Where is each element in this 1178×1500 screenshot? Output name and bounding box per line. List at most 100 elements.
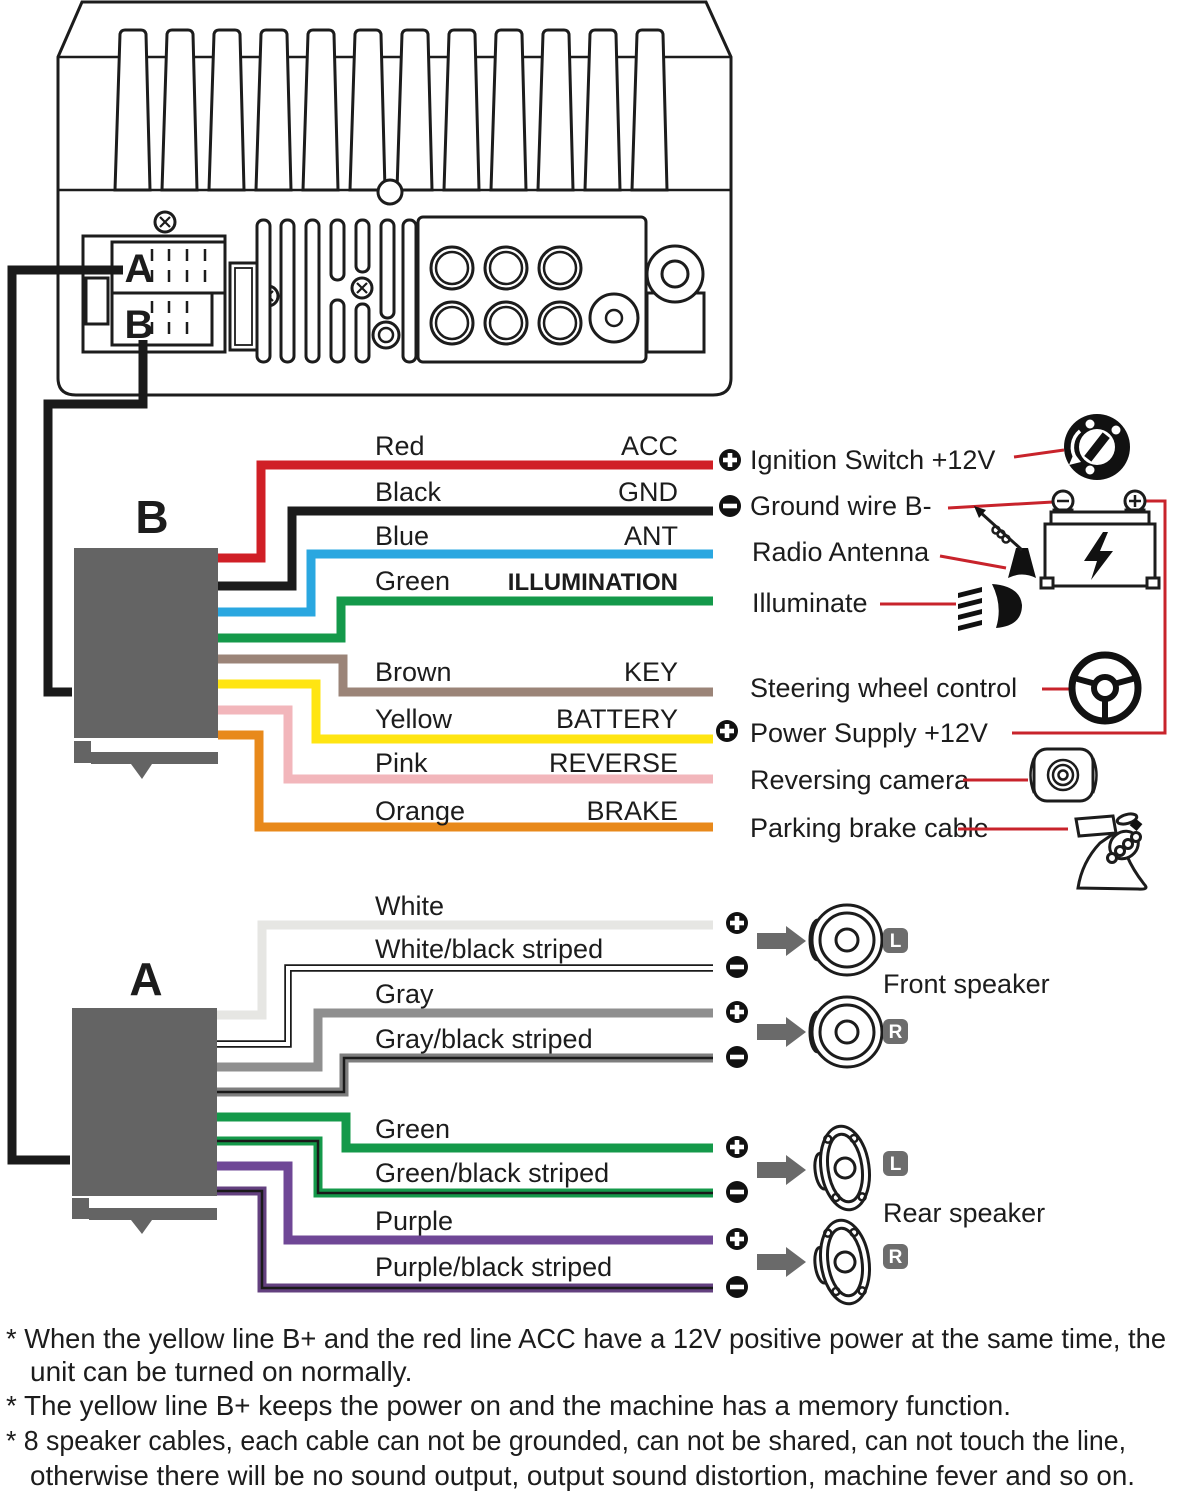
badge-front-right	[883, 1019, 908, 1044]
label-reverse: REVERSE	[549, 748, 678, 778]
plus-symbol	[726, 1001, 748, 1023]
head-unit-drawing: A B	[56, 0, 733, 397]
annot-ignition: Ignition Switch +12V	[750, 445, 995, 475]
harness-a: A White White/black striped Gray Gray/bl…	[72, 891, 1050, 1310]
wire-red	[218, 460, 713, 563]
plus-symbol	[719, 449, 741, 471]
badge-front-right-label: R	[889, 1022, 903, 1043]
wire-yellow	[218, 679, 713, 744]
wire-orange	[218, 730, 713, 832]
wire-gray	[217, 1008, 713, 1072]
heatsink-fins	[113, 28, 669, 192]
connector-a-bracket	[72, 1198, 217, 1234]
ignition-switch-icon	[1064, 414, 1130, 480]
minus-symbol	[726, 1181, 748, 1203]
label-green-black: Green/black striped	[375, 1158, 609, 1188]
annot-illuminate: Illuminate	[752, 588, 868, 618]
label-red: Red	[375, 431, 425, 461]
rear-speaker-right-icon	[807, 1215, 877, 1310]
rear-vents	[255, 218, 418, 364]
label-pink: Pink	[375, 748, 428, 778]
badge-rear-left	[883, 1151, 908, 1176]
wire-feed-a	[7, 265, 123, 1165]
wire-brown	[218, 654, 713, 697]
label-blue: Blue	[375, 521, 429, 551]
connector-b-label: B	[135, 491, 168, 543]
wire-purple-black-stripe	[217, 1189, 713, 1290]
front-speaker-left-icon	[808, 903, 884, 977]
plus-symbol	[726, 912, 748, 934]
screw-icon	[350, 276, 374, 300]
link-lines	[880, 448, 1167, 831]
minus-symbol	[719, 495, 741, 517]
antenna-connector	[645, 244, 706, 354]
connector-pins	[150, 249, 207, 336]
minus-symbol	[726, 1276, 748, 1298]
arrow-right-icon	[757, 926, 806, 956]
plus-symbol	[726, 1228, 748, 1250]
antenna-icon	[974, 506, 1036, 578]
mount-hole	[376, 178, 404, 206]
badge-rear-left-label: L	[890, 1154, 902, 1175]
minus-symbol	[726, 956, 748, 978]
label-brake: BRAKE	[586, 796, 678, 826]
badge-rear-right-label: R	[889, 1247, 903, 1268]
front-speaker-label: Front speaker	[883, 969, 1050, 999]
footnote-line-3: * The yellow line B+ keeps the power on …	[6, 1390, 1011, 1421]
battery-icon	[1039, 489, 1161, 590]
front-speaker-right-icon	[808, 995, 884, 1069]
wire-blue	[218, 549, 713, 617]
annot-camera: Reversing camera	[750, 765, 970, 795]
wire-green	[218, 596, 713, 643]
wire-pink	[218, 705, 713, 784]
rear-speaker-left-icon	[807, 1121, 877, 1216]
annot-steering: Steering wheel control	[750, 673, 1017, 703]
video-jack	[588, 292, 640, 344]
label-acc: ACC	[621, 431, 678, 461]
label-purple: Purple	[375, 1206, 453, 1236]
harness-b: B Red Black Blue Green Brown Yellow Pink…	[74, 414, 1167, 891]
label-gray: Gray	[375, 979, 434, 1009]
unit-connector-a-label: A	[125, 247, 154, 291]
label-gray-black: Gray/black striped	[375, 1024, 593, 1054]
badge-front-left-label: L	[890, 931, 902, 952]
badge-rear-right	[883, 1244, 908, 1269]
footnote-line-1: * When the yellow line B+ and the red li…	[6, 1323, 1166, 1354]
side-bracket	[228, 261, 259, 352]
annot-parking: Parking brake cable	[750, 813, 989, 843]
annot-ground: Ground wire B-	[750, 491, 932, 521]
label-white-black: White/black striped	[375, 934, 603, 964]
connector-a-block	[72, 1008, 217, 1196]
wire-black	[218, 506, 713, 591]
wire-a-green	[217, 1112, 713, 1153]
headlight-icon	[958, 584, 1022, 631]
label-ant: ANT	[624, 521, 678, 551]
label-orange: Orange	[375, 796, 465, 826]
label-a-green: Green	[375, 1114, 450, 1144]
label-brown: Brown	[375, 657, 452, 687]
handbrake-icon	[1074, 812, 1148, 891]
plus-symbol	[726, 1136, 748, 1158]
wire-feed-b	[43, 340, 148, 697]
connector-a-label: A	[129, 953, 162, 1005]
label-gnd: GND	[618, 477, 678, 507]
footnote-line-4: * 8 speaker cables, each cable can not b…	[6, 1425, 1126, 1456]
unit-connector-housing: A B	[81, 234, 227, 354]
plus-symbol	[716, 720, 738, 742]
badge-front-left	[883, 928, 908, 953]
label-illumination: ILLUMINATION	[508, 569, 678, 596]
arrow-right-icon	[757, 1017, 806, 1047]
unit-connector-b-label: B	[125, 303, 154, 347]
arrow-right-icon	[757, 1247, 806, 1277]
annot-power: Power Supply +12V	[750, 718, 988, 748]
label-green: Green	[375, 566, 450, 596]
connector-b-bracket	[74, 741, 218, 779]
label-yellow: Yellow	[375, 704, 453, 734]
wire-green-black-stripe	[217, 1139, 713, 1195]
minus-symbol	[726, 1046, 748, 1068]
label-purple-black: Purple/black striped	[375, 1252, 612, 1282]
connector-b-block	[74, 548, 218, 738]
steering-wheel-icon	[1068, 651, 1142, 725]
